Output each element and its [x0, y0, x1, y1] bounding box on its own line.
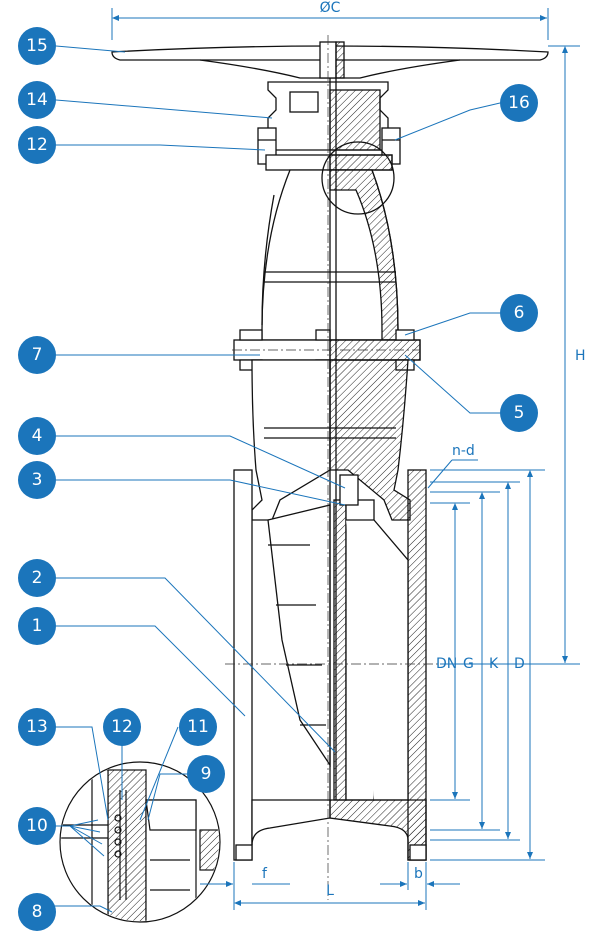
callout-10: 10 — [18, 807, 56, 845]
dim-d-label: D — [514, 656, 525, 672]
callout-14: 14 — [18, 81, 56, 119]
callout-15-label: 15 — [26, 36, 48, 56]
callout-11-label: 11 — [187, 717, 209, 737]
leader-lines — [46, 45, 501, 913]
callout-7-label: 7 — [32, 345, 43, 365]
callout-1-label: 1 — [32, 616, 43, 636]
dim-k-label: K — [489, 656, 499, 672]
dim-f-label: f — [262, 866, 268, 882]
callout-13-label: 13 — [26, 717, 48, 737]
callout-12-top-label: 12 — [26, 135, 48, 155]
callout-3-label: 3 — [32, 470, 43, 490]
callout-6-label: 6 — [514, 303, 525, 323]
valve-body — [111, 41, 549, 861]
callout-1: 1 — [18, 607, 56, 645]
callout-5-label: 5 — [514, 403, 525, 423]
callout-4: 4 — [18, 417, 56, 455]
dim-g-label: G — [463, 656, 474, 672]
callout-4-label: 4 — [32, 426, 43, 446]
dim-l-label: L — [326, 883, 334, 899]
callout-2-label: 2 — [32, 568, 43, 588]
callout-10-label: 10 — [26, 816, 48, 836]
callout-9-label: 9 — [201, 764, 212, 784]
detail-view — [59, 761, 221, 923]
callout-13: 13 — [18, 708, 56, 746]
callout-16: 16 — [500, 84, 538, 122]
callout-16-label: 16 — [508, 93, 530, 113]
callout-8: 8 — [18, 893, 56, 931]
dim-nd-label: n-d — [452, 443, 475, 459]
callout-12-top: 12 — [18, 126, 56, 164]
dim-h-label: H — [575, 348, 586, 364]
dimension-lines — [111, 8, 580, 910]
callout-12-detail: 12 — [103, 708, 141, 746]
callout-12-detail-label: 12 — [111, 717, 133, 737]
dim-b-label: b — [414, 866, 423, 882]
callout-8-label: 8 — [32, 902, 43, 922]
center-lines — [225, 35, 440, 900]
dim-dn-label: DN — [436, 656, 457, 672]
callout-3: 3 — [18, 461, 56, 499]
callout-11: 11 — [179, 708, 217, 746]
callout-7: 7 — [18, 336, 56, 374]
callout-6: 6 — [500, 294, 538, 332]
callout-5: 5 — [500, 394, 538, 432]
dim-oc-label: ØC — [320, 0, 341, 16]
callout-15: 15 — [18, 27, 56, 65]
callout-14-label: 14 — [26, 90, 48, 110]
callout-2: 2 — [18, 559, 56, 597]
callout-9: 9 — [187, 755, 225, 793]
